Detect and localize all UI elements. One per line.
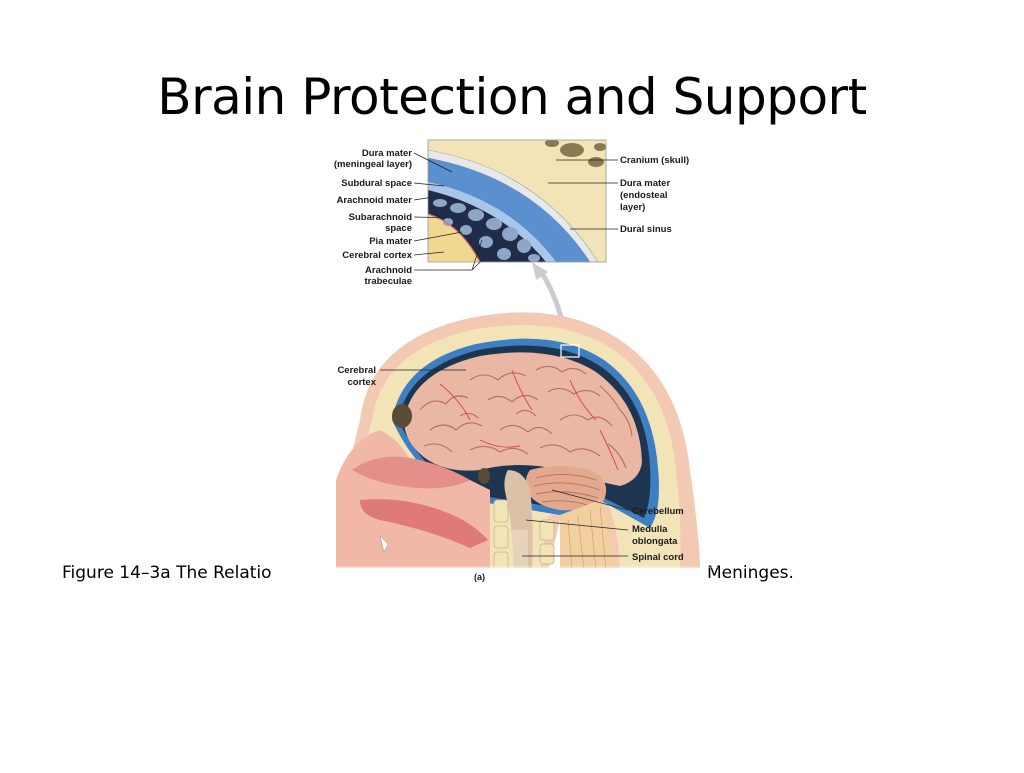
label-spinal-cord: Spinal cord: [632, 552, 684, 563]
head-section: [328, 312, 718, 568]
label-trabeculae: trabeculae: [364, 276, 412, 287]
label-dural-sinus: Dural sinus: [620, 224, 672, 235]
caption-left: Figure 14–3a The Relatio: [62, 563, 272, 583]
main-leaders: [380, 369, 629, 557]
label-cortex: cortex: [347, 377, 376, 388]
arachnoid-trabeculae: [433, 199, 540, 262]
nasal-cavity: [352, 456, 470, 489]
label-medulla: Medulla: [632, 524, 668, 535]
inset-left-leaders: [413, 152, 497, 271]
label-endosteal: (endosteal: [620, 190, 668, 201]
tongue: [360, 499, 488, 548]
zoom-arrow-head: [532, 262, 548, 280]
inset-left-labels: Dura mater (meningeal layer) Subdural sp…: [334, 148, 413, 287]
caption-right: Meninges.: [707, 563, 794, 583]
inset-source-box: [560, 344, 580, 358]
label-panel-a: (a): [474, 572, 485, 582]
label-subarachnoid: Subarachnoid: [349, 212, 413, 223]
inset-border: [427, 139, 607, 263]
inset-right-leaders: [548, 159, 618, 230]
sphenoid-sinus: [478, 468, 490, 484]
figure-caption: Figure 14–3a The Relatio Meninges.: [62, 563, 962, 583]
label-meningeal-layer: (meningeal layer): [334, 159, 412, 170]
cranium-bone: [428, 140, 606, 262]
label-layer: layer): [620, 202, 645, 213]
label-oblongata: oblongata: [632, 536, 678, 547]
label-dura-mater-endosteal: Dura mater: [620, 178, 670, 189]
label-cerebral: Cerebral: [337, 365, 376, 376]
bottom-fade: [328, 540, 718, 568]
skull-pores: [545, 140, 606, 167]
cerebrum: [404, 352, 642, 486]
label-arachnoid-mater: Arachnoid mater: [337, 195, 413, 206]
label-subdural-space: Subdural space: [341, 178, 412, 189]
inset-panel: [428, 140, 606, 262]
label-cerebellum: Cerebellum: [632, 506, 684, 517]
label-pia-mater: Pia mater: [369, 236, 412, 247]
cerebral-vessels: [439, 369, 619, 471]
main-labels: Cerebral cortex Cerebellum Medulla oblon…: [337, 365, 683, 582]
inset-right-labels: Cranium (skull) Dura mater (endosteal la…: [620, 155, 689, 235]
cerebellum-folia: [533, 474, 601, 507]
cerebral-gyri: [419, 365, 633, 469]
slide-title: Brain Protection and Support: [157, 68, 867, 126]
dural-sinus: [428, 158, 590, 262]
label-cranium: Cranium (skull): [620, 155, 689, 166]
dura-meningeal: [428, 182, 556, 262]
frontal-sinus: [392, 404, 412, 428]
label-space: space: [385, 223, 412, 234]
label-arachnoid: Arachnoid: [365, 265, 412, 276]
label-dura-mater: Dura mater: [362, 148, 412, 159]
pia-mater: [428, 213, 481, 262]
label-cerebral-cortex-inset: Cerebral cortex: [342, 250, 412, 261]
